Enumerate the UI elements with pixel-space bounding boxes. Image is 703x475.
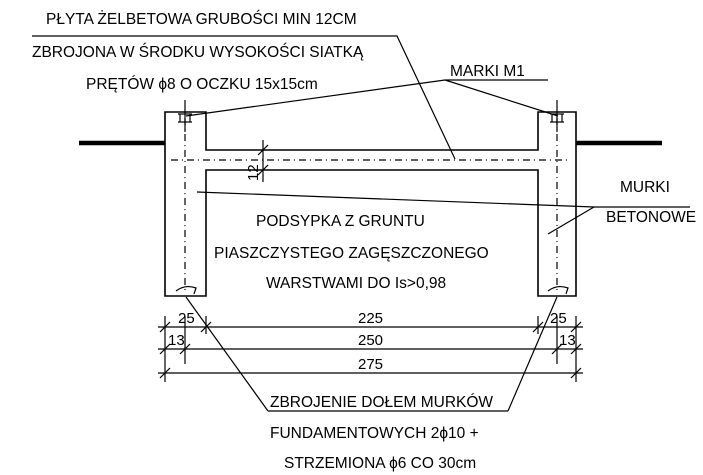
label-murki-line1: MURKI (620, 179, 670, 196)
leader-marki-right (444, 79, 559, 117)
label-murki-line2: BETONOWE (606, 209, 696, 226)
wall-and-slab-outline (164, 111, 577, 297)
leader-murki-right (547, 206, 595, 235)
bottom-hook-left (175, 285, 197, 295)
label-slab-line3: PRĘTÓW ϕ8 O OCZKU 15x15cm (86, 76, 318, 93)
label-rebar-line2: FUNDAMENTOWYCH 2ϕ10 + (270, 425, 479, 442)
dimension-lines (158, 316, 583, 382)
label-fill-line3: WARSTWAMI DO Is>0,98 (266, 275, 446, 292)
dim-offset-right: 13 (559, 332, 576, 349)
label-fill-line1: PODSYPKA Z GRUNTU (256, 213, 425, 230)
dim-total-span: 275 (358, 356, 383, 373)
leader-rebar-left (185, 296, 269, 412)
dim-mid-span: 250 (358, 332, 383, 349)
label-fill-line2: PIASZCZYSTEGO ZAGĘSZCZONEGO (214, 245, 489, 262)
label-rebar-line3: STRZEMIONA ϕ6 CO 30cm (284, 455, 476, 472)
slab-thickness-dimension (257, 140, 269, 182)
leader-murki-left (196, 191, 690, 208)
label-marki: MARKI M1 (450, 63, 525, 80)
dim-wall-right: 25 (550, 310, 567, 327)
leader-rebar-right (507, 296, 558, 412)
dim-wall-left: 25 (178, 310, 195, 327)
dim-slab-thickness: 12 (245, 164, 262, 181)
leader-slab-label (32, 35, 456, 160)
bottom-hook-right (547, 285, 569, 295)
dim-inner-span: 225 (358, 310, 383, 327)
dim-offset-left: 13 (168, 332, 185, 349)
label-rebar-line1: ZBROJENIE DOŁEM MURKÓW (270, 394, 493, 411)
label-slab-line1: PŁYTA ŻELBETOWA GRUBOŚCI MIN 12CM (46, 10, 357, 28)
label-slab-line2: ZBROJONA W ŚRODKU WYSOKOŚCI SIATKĄ (32, 43, 364, 61)
